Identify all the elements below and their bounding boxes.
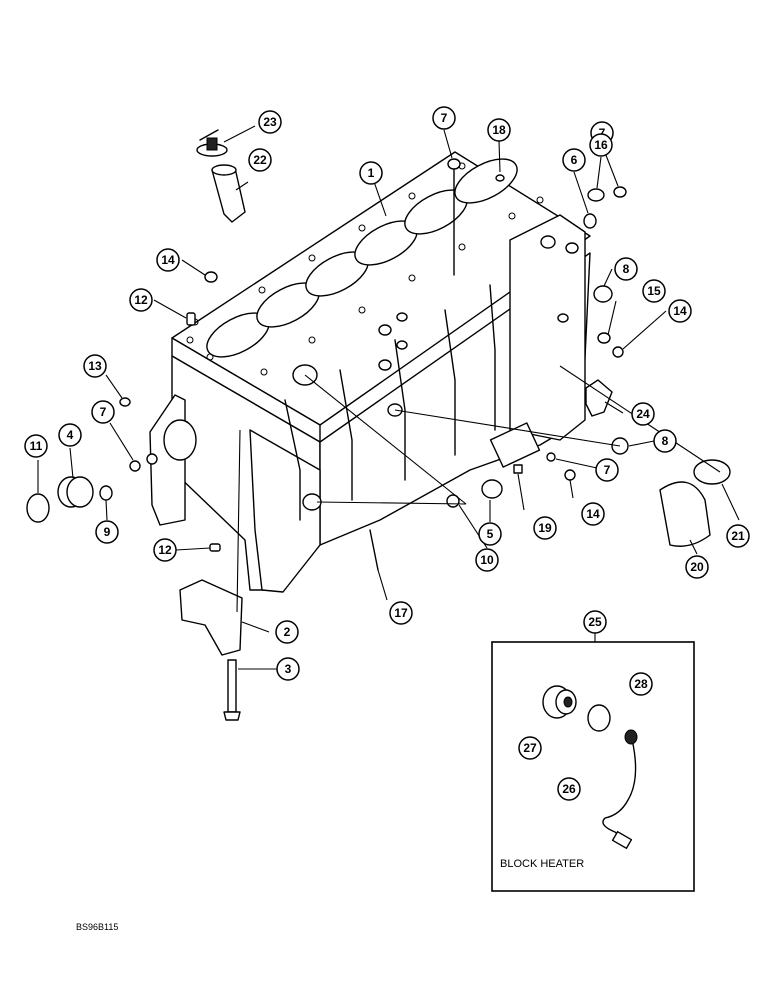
svg-text:10: 10 <box>480 553 494 567</box>
callout-19: 19 <box>533 516 557 540</box>
svg-text:12: 12 <box>134 293 148 307</box>
callout-1: 1 <box>359 161 383 185</box>
coolant-hose-part <box>659 481 711 547</box>
drawing-reference-code: BS96B115 <box>76 922 118 932</box>
svg-text:2: 2 <box>284 625 291 639</box>
svg-text:28: 28 <box>634 677 648 691</box>
svg-text:9: 9 <box>104 525 111 539</box>
svg-text:7: 7 <box>604 463 611 477</box>
callout-2: 2 <box>275 620 299 644</box>
heater-cord-part <box>602 729 638 850</box>
callout-7-top: 7 <box>432 106 456 130</box>
callout-14-right: 14 <box>668 299 692 323</box>
callout-27: 27 <box>518 736 542 760</box>
block-ribs <box>284 284 496 521</box>
fill-cap-part <box>196 129 228 157</box>
callout-20: 20 <box>685 555 709 579</box>
svg-text:22: 22 <box>253 153 267 167</box>
svg-text:16: 16 <box>594 138 608 152</box>
svg-text:17: 17 <box>394 606 408 620</box>
callout-26: 26 <box>557 777 581 801</box>
core-plug-part <box>26 493 50 523</box>
svg-text:27: 27 <box>523 741 537 755</box>
callout-25: 25 <box>583 610 607 634</box>
filler-tube-part <box>211 167 246 223</box>
callout-15: 15 <box>642 279 666 303</box>
svg-text:3: 3 <box>285 662 292 676</box>
elbow-fitting-part <box>585 379 613 417</box>
svg-text:19: 19 <box>538 521 552 535</box>
svg-text:1: 1 <box>368 166 375 180</box>
callout-8-lower: 8 <box>653 429 677 453</box>
svg-text:25: 25 <box>588 615 602 629</box>
svg-text:6: 6 <box>571 153 578 167</box>
svg-text:7: 7 <box>599 126 606 140</box>
svg-text:4: 4 <box>67 428 74 442</box>
callout-14-topleft: 14 <box>156 248 180 272</box>
callout-12-bottom: 12 <box>153 538 177 562</box>
callout-4: 4 <box>58 423 82 447</box>
svg-text:20: 20 <box>690 560 704 574</box>
svg-text:21: 21 <box>731 529 745 543</box>
svg-text:8: 8 <box>662 434 669 448</box>
svg-text:13: 13 <box>88 359 102 373</box>
callout-24: 24 <box>631 402 655 426</box>
callout-28: 28 <box>629 672 653 696</box>
svg-text:15: 15 <box>647 284 661 298</box>
svg-text:7: 7 <box>441 111 448 125</box>
callout-6: 6 <box>562 148 586 172</box>
svg-text:18: 18 <box>492 123 506 137</box>
callout-18: 18 <box>487 118 511 142</box>
svg-text:12: 12 <box>158 543 172 557</box>
callout-22: 22 <box>248 148 272 172</box>
hose-clamp-part <box>693 459 731 485</box>
svg-text:14: 14 <box>586 507 600 521</box>
callout-14-lowright: 14 <box>581 502 605 526</box>
callout-11: 11 <box>24 434 48 458</box>
loose-parts <box>26 129 731 721</box>
bearing-cap-part <box>179 579 243 656</box>
callout-16: 16 <box>589 133 613 157</box>
block-heater-frame <box>491 641 695 892</box>
svg-text:14: 14 <box>161 253 175 267</box>
svg-text:24: 24 <box>636 407 650 421</box>
svg-text:26: 26 <box>562 782 576 796</box>
svg-text:14: 14 <box>673 304 687 318</box>
callout-21: 21 <box>726 524 750 548</box>
callout-17: 17 <box>389 601 413 625</box>
rear-housing <box>509 214 586 441</box>
block-ports <box>292 312 408 511</box>
svg-text:7: 7 <box>100 405 107 419</box>
callout-3: 3 <box>276 657 300 681</box>
callout-7-lowright: 7 <box>595 458 619 482</box>
callout-7-left: 7 <box>91 400 115 424</box>
heater-element-part <box>542 685 577 719</box>
callout-12-top: 12 <box>129 288 153 312</box>
svg-text:8: 8 <box>623 262 630 276</box>
callout-5: 5 <box>478 522 502 546</box>
svg-text:23: 23 <box>263 115 277 129</box>
callout-8-upper: 8 <box>614 257 638 281</box>
engine-block <box>149 151 591 593</box>
callout-10: 10 <box>475 548 499 572</box>
cap-bolt-part <box>227 659 237 713</box>
rear-block-plate <box>489 422 541 468</box>
part-callouts: 1 2 3 4 5 6 7 7 7 7 8 8 9 10 11 12 12 13… <box>24 106 750 801</box>
callout-9: 9 <box>95 520 119 544</box>
cylinder-bores <box>206 158 518 358</box>
front-bore <box>163 419 197 461</box>
svg-text:11: 11 <box>30 439 43 453</box>
block-heater-title: BLOCK HEATER <box>500 858 584 870</box>
svg-text:5: 5 <box>487 527 494 541</box>
o-ring-part <box>587 704 611 732</box>
callout-13: 13 <box>83 354 107 378</box>
callout-23: 23 <box>258 110 282 134</box>
block-heater-inset: BLOCK HEATER <box>491 641 695 892</box>
